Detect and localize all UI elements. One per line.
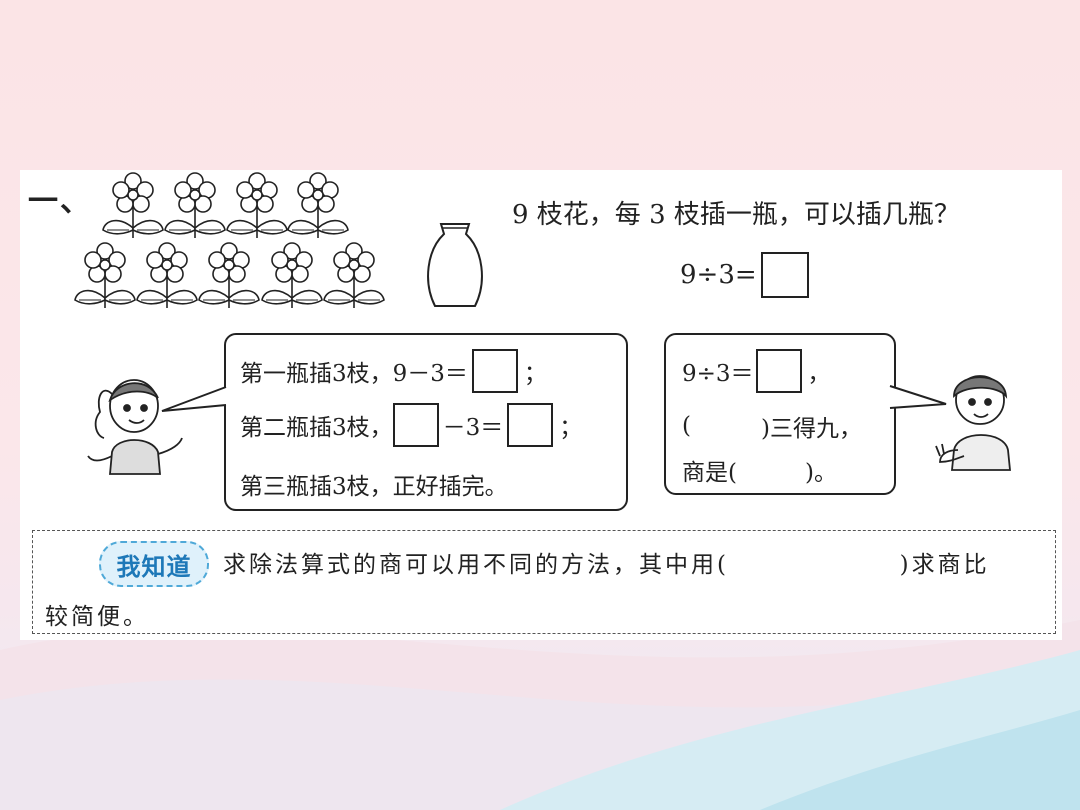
flower-icon (164, 172, 226, 239)
worksheet-card: 一、 (20, 170, 1062, 640)
boy-speech-bubble: 9÷3＝ ， ( )三得九， 商是( )。 (664, 333, 896, 495)
girl-line-1: 第一瓶插3枝，9－3＝ ； (240, 349, 547, 393)
boy-line-2-close: )三得九， (760, 416, 862, 442)
know-text-end: )求商比 (899, 552, 990, 578)
boy-line-2-open: ( (682, 413, 691, 439)
know-text-tail: 较简便。 (45, 604, 149, 630)
flower-icon (261, 242, 323, 309)
problem-equation: 9÷3= (680, 252, 809, 298)
boy-line-3-close: )。 (804, 460, 837, 486)
girl-line-2-mid: －3＝ (442, 415, 504, 441)
problem-question: 9 枝花，每 3 枝插一瓶，可以插几瓶？ (512, 200, 960, 230)
boy-bubble-tail (889, 385, 947, 409)
flower-icon (74, 242, 136, 309)
flowers-group (74, 172, 385, 309)
boy-line-3-open: 商是( (682, 460, 737, 486)
background-waves (0, 620, 1080, 810)
know-badge: 我知道 (99, 541, 209, 587)
girl-line-2: 第二瓶插3枝， －3＝ ； (240, 403, 582, 447)
boy-line-1: 9÷3＝ ， (682, 349, 831, 393)
problem-equation-text: 9÷3= (680, 260, 757, 290)
flower-icon (198, 242, 260, 309)
girl-line-2-text: 第二瓶插3枝， (240, 415, 393, 441)
flower-icon (102, 172, 164, 239)
girl-illustration (87, 379, 183, 475)
boy-line-1-text: 9÷3＝ (682, 361, 754, 387)
answer-box[interactable] (760, 252, 809, 298)
girl-line-3-text: 第三瓶插3枝，正好插完。 (240, 474, 508, 500)
boy-line-1-end: ， (807, 361, 831, 387)
know-box: 我知道 求除法算式的商可以用不同的方法，其中用( )求商比 较简便。 (32, 530, 1056, 634)
girl-line-2-end: ； (559, 415, 583, 441)
know-text-start: 求除法算式的商可以用不同的方法，其中用( (223, 552, 729, 578)
flower-icon (323, 242, 385, 309)
boy-line-3: 商是( )。 (682, 453, 837, 487)
vase-icon (427, 223, 483, 307)
answer-box[interactable] (507, 403, 554, 447)
girl-line-3: 第三瓶插3枝，正好插完。 (240, 467, 508, 501)
section-number: 一、 (28, 184, 92, 219)
boy-illustration (935, 375, 1011, 471)
girl-line-1-text: 第一瓶插3枝，9－3＝ (240, 361, 468, 387)
flower-icon (136, 242, 198, 309)
flower-icon (226, 172, 288, 239)
girl-speech-bubble: 第一瓶插3枝，9－3＝ ； 第二瓶插3枝， －3＝ ； 第三瓶插3枝，正好插完。 (224, 333, 628, 511)
answer-box[interactable] (471, 349, 518, 393)
girl-bubble-tail (161, 386, 227, 412)
girl-line-1-end: ； (523, 361, 547, 387)
flower-icon (287, 172, 349, 239)
answer-box[interactable] (755, 349, 802, 393)
answer-box[interactable] (392, 403, 439, 447)
boy-line-2: ( )三得九， (682, 409, 862, 443)
know-text: 求除法算式的商可以用不同的方法，其中用( )求商比 (223, 545, 990, 579)
